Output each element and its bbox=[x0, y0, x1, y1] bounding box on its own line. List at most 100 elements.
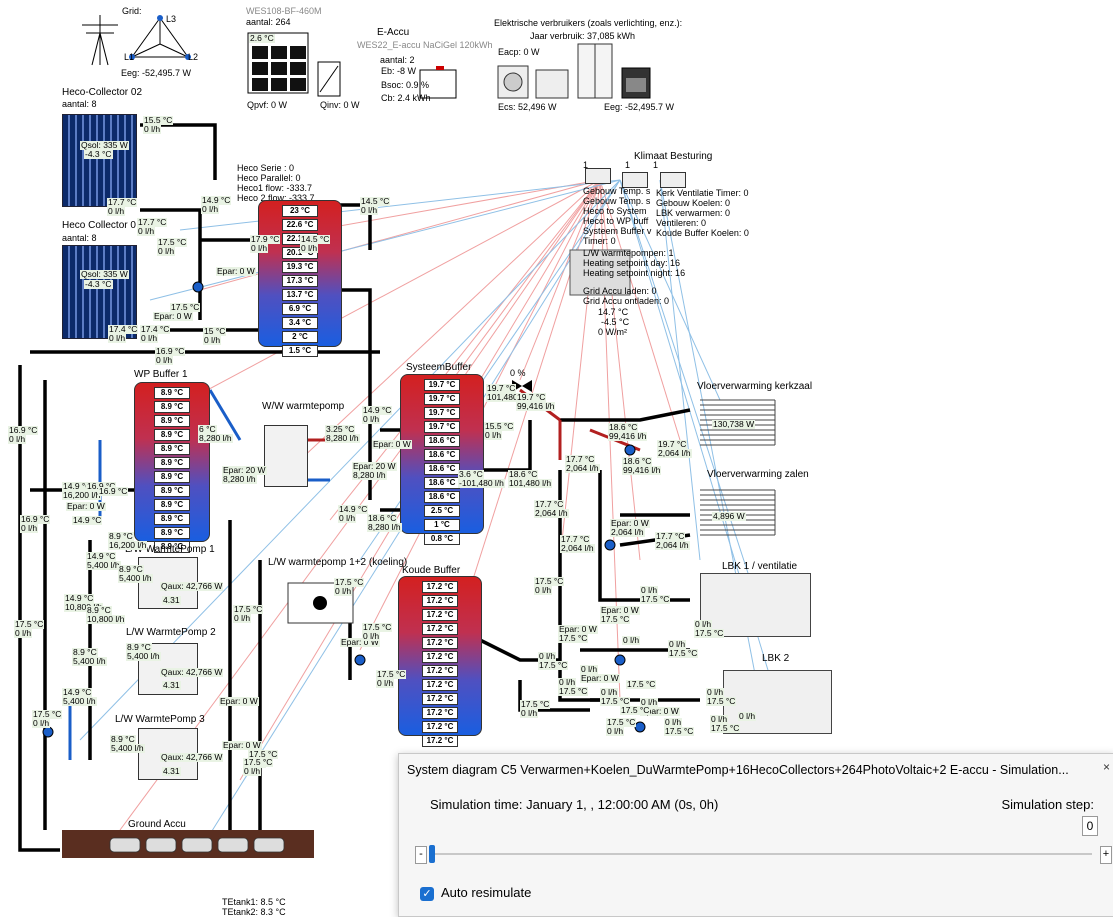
close-icon[interactable]: × bbox=[1102, 760, 1110, 774]
pipe-reading: 14.9 °C bbox=[64, 593, 95, 603]
klimaat-line-9: Heating setpoint night: 16 bbox=[583, 268, 686, 278]
simulation-slider-thumb[interactable] bbox=[429, 845, 435, 863]
klimaat-out-temp: 14.7 °C bbox=[598, 307, 629, 317]
systeem-buffer-temp-10: 2.5 °C bbox=[424, 505, 460, 517]
heco-buffer-temp-1: 23 °C bbox=[282, 205, 318, 217]
systeem-buffer-temp-2: 19.7 °C bbox=[424, 393, 460, 405]
pipe-reading: 0 l/h bbox=[8, 434, 27, 444]
pipe-reading: 17.4 °C bbox=[108, 324, 139, 334]
pipe-reading: Epar: 0 W bbox=[372, 439, 412, 449]
pipe-reading: 18.6 °C bbox=[367, 513, 398, 523]
koude-buffer-temp-3: 17.2 °C bbox=[422, 609, 458, 621]
pipe-reading: -101,480 l/h bbox=[458, 478, 505, 488]
eaccu-cb-value: Cb: 2.4 kWh bbox=[381, 93, 431, 103]
pipe-reading: Epar: 0 W bbox=[580, 673, 620, 683]
step-increment-button[interactable]: + bbox=[1100, 846, 1112, 864]
lw-warmtepomp-3-qaux: Qaux: 42,766 W bbox=[160, 752, 224, 762]
lbk1-unit[interactable] bbox=[700, 573, 811, 637]
ground-accu-title: Ground Accu bbox=[128, 819, 186, 830]
pipe-reading: 0 l/h bbox=[664, 717, 683, 727]
pipe-reading: 6 °C bbox=[198, 424, 217, 434]
pipe-reading: 0 l/h bbox=[250, 243, 269, 253]
pipe-reading: 0 l/h bbox=[360, 205, 379, 215]
lw-warmtepomp-1-qaux: Qaux: 42,766 W bbox=[160, 581, 224, 591]
pipe-reading: 17.5 °C bbox=[376, 669, 407, 679]
klimaat-right-5: Koude Buffer Koelen: 0 bbox=[656, 228, 749, 238]
klimaat-line-1: Gebouw Temp. s bbox=[583, 186, 651, 196]
heco-buffer-temp-5: 19.3 °C bbox=[282, 261, 318, 273]
pipe-reading: 17.5 °C bbox=[538, 660, 569, 670]
klimaat-count-1: 1 bbox=[583, 160, 589, 170]
pipe-reading: 8.9 °C bbox=[86, 605, 112, 615]
pipe-reading: 17.5 °C bbox=[620, 705, 651, 715]
grid-pylon-icon bbox=[82, 15, 118, 66]
pipe-reading: 8,280 l/h bbox=[367, 522, 402, 532]
pipe-reading: 19.7 °C bbox=[486, 383, 517, 393]
systeem-buffer-temp-12: 0.8 °C bbox=[424, 533, 460, 545]
klimaat-count-2: 1 bbox=[625, 160, 631, 170]
solar-collector-2[interactable] bbox=[62, 245, 137, 339]
solar-collector-1[interactable] bbox=[62, 114, 137, 207]
heco-buffer-temp-7: 13.7 °C bbox=[282, 289, 318, 301]
step-decrement-button[interactable]: - bbox=[415, 846, 427, 864]
lbk2-unit[interactable] bbox=[723, 670, 832, 734]
collector1-temp: -4.3 °C bbox=[84, 149, 113, 159]
pv-temp-value: 2.6 °C bbox=[249, 33, 275, 43]
klimaat-line-5: Systeem Buffer v bbox=[583, 226, 652, 236]
ww-warmtepomp-unit[interactable] bbox=[264, 425, 308, 487]
pipe-reading: Epar: 0 W bbox=[66, 501, 106, 511]
systeem-buffer-tank[interactable]: 19.7 °C 19.7 °C 19.7 °C 19.7 °C 18.6 °C … bbox=[400, 374, 484, 545]
pipe-reading: 16,200 l/h bbox=[108, 540, 148, 550]
pipe-reading: Epar: 0 W bbox=[558, 624, 598, 634]
lbk1-title: LBK 1 / ventilatie bbox=[722, 561, 798, 572]
pipe-reading: 17.7 °C bbox=[534, 499, 565, 509]
pipe-reading: 0 l/h bbox=[600, 687, 619, 697]
wp-buffer-temp-2: 8.9 °C bbox=[154, 401, 190, 413]
pipe-reading: 0 l/h bbox=[362, 414, 381, 424]
koude-buffer-tank[interactable]: 17.2 °C 17.2 °C 17.2 °C 17.2 °C 17.2 °C … bbox=[398, 576, 482, 747]
klimaat-controller-3[interactable] bbox=[660, 172, 686, 188]
simulation-step-input[interactable]: 0 bbox=[1082, 816, 1098, 836]
koude-buffer-temp-8: 17.2 °C bbox=[422, 679, 458, 691]
ground-accu-tanks bbox=[109, 837, 285, 853]
wp-buffer-tank[interactable]: 8.9 °C 8.9 °C 8.9 °C 8.9 °C 8.9 °C 8.9 °… bbox=[134, 382, 210, 553]
floor-kerkzaal-power: 130,738 W bbox=[712, 419, 756, 429]
wp-buffer-temp-10: 8.9 °C bbox=[154, 513, 190, 525]
grid-triangle-icon bbox=[131, 17, 189, 58]
pipe-reading: 15.5 °C bbox=[143, 115, 174, 125]
pipe-reading: 0 l/h bbox=[14, 628, 33, 638]
pipe-reading: 101,480 l/h bbox=[508, 478, 553, 488]
pipe-reading: 0 l/h bbox=[376, 678, 395, 688]
heco-buffer-tank[interactable]: 23 °C 22.6 °C 22.1 °C 20.1 °C 19.3 °C 17… bbox=[258, 200, 342, 357]
wp-buffer-temp-5: 8.9 °C bbox=[154, 443, 190, 455]
auto-resimulate-checkbox[interactable]: ✓ bbox=[420, 887, 434, 901]
klimaat-controller-2[interactable] bbox=[622, 172, 648, 188]
collector1-count: aantal: 8 bbox=[62, 99, 97, 109]
klimaat-line-11: Grid Accu ontladen: 0 bbox=[583, 296, 670, 306]
klimaat-right-2: Gebouw Koelen: 0 bbox=[656, 198, 731, 208]
pipe-reading: 5,400 l/h bbox=[62, 696, 97, 706]
systeem-buffer-temps: 19.7 °C 19.7 °C 19.7 °C 19.7 °C 18.6 °C … bbox=[424, 379, 460, 547]
grid-l1-label: L1 bbox=[124, 52, 135, 62]
pipe-reading: 14.5 °C bbox=[360, 196, 391, 206]
koude-buffer-temp-1: 17.2 °C bbox=[422, 581, 458, 593]
klimaat-controller-1[interactable] bbox=[585, 168, 611, 184]
pipe-reading: 0 l/h bbox=[32, 718, 51, 728]
pipe-reading: 0 l/h bbox=[558, 677, 577, 687]
systeem-buffer-temp-8: 18.6 °C bbox=[424, 477, 460, 489]
pv-cells bbox=[252, 46, 306, 91]
wp-buffer-title: WP Buffer 1 bbox=[134, 369, 188, 380]
pipe-reading: Epar: 0 W bbox=[610, 518, 650, 528]
pipe-reading: 101,480 l/h bbox=[486, 392, 531, 402]
simulation-slider-track[interactable] bbox=[431, 853, 1092, 855]
wp-buffer-temp-11: 8.9 °C bbox=[154, 527, 190, 539]
systeem-buffer-temp-5: 18.6 °C bbox=[424, 435, 460, 447]
pipe-reading: 17.5 °C bbox=[32, 709, 63, 719]
collector2-qsol: Qsol: 335 W bbox=[80, 269, 129, 279]
floor-kerkzaal-title: Vloerverwarming kerkzaal bbox=[697, 381, 813, 392]
pipe-reading: 8.9 °C bbox=[108, 531, 134, 541]
pipe-reading: 15 °C bbox=[203, 326, 227, 336]
pipe-reading: 19.7 °C bbox=[516, 392, 547, 402]
pipes-black bbox=[18, 123, 700, 852]
